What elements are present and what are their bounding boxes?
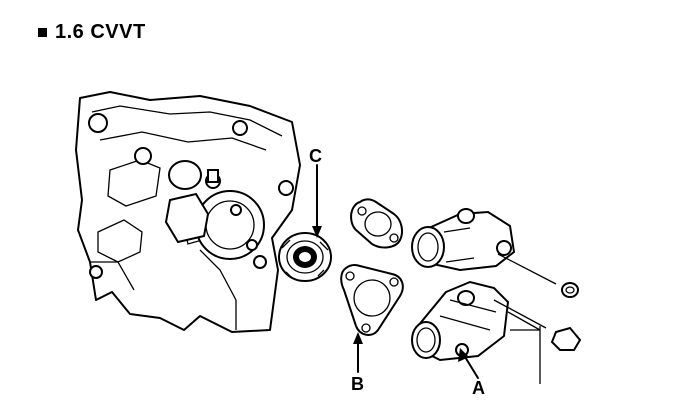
upper-water-outlet xyxy=(411,208,516,272)
page-header: 1.6 CVVT xyxy=(38,20,146,44)
upper-gasket xyxy=(350,198,403,249)
thermostat xyxy=(278,232,332,282)
water-outlet-a xyxy=(411,280,510,362)
callout-c: C xyxy=(309,146,322,166)
square-bullet-icon xyxy=(38,27,47,37)
gasket-b xyxy=(340,263,404,336)
callout-leaders xyxy=(312,164,541,384)
fasteners xyxy=(493,253,582,351)
callout-b: B xyxy=(351,374,364,394)
engine-block xyxy=(75,91,301,333)
page-title: 1.6 CVVT xyxy=(55,20,146,43)
callout-a: A xyxy=(472,378,485,398)
